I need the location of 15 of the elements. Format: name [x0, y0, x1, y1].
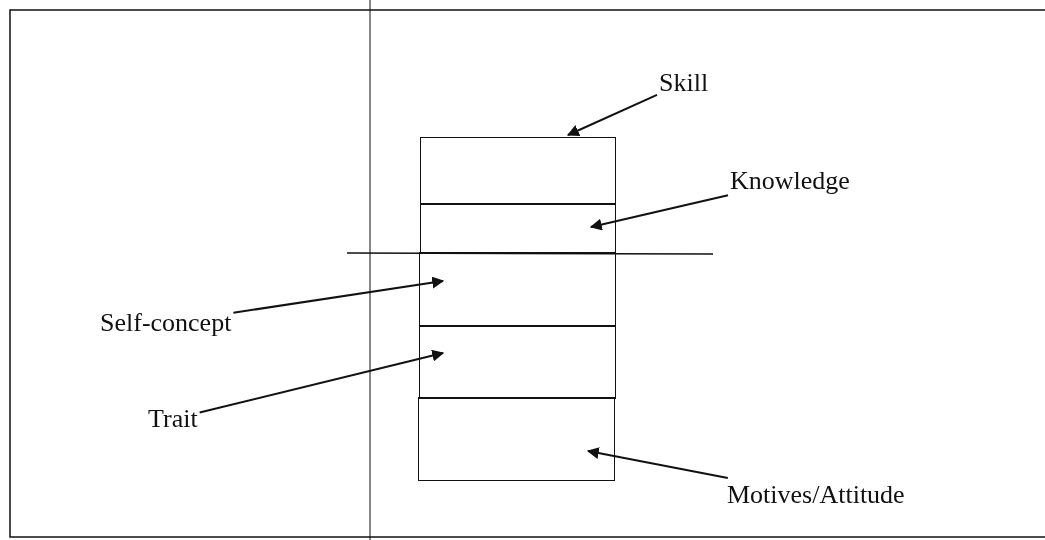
arrow [566, 93, 658, 137]
stack-segment [420, 137, 616, 205]
stack-segment [419, 252, 616, 327]
arrow [586, 447, 729, 479]
arrow [198, 349, 445, 414]
component-label: Knowledge [730, 166, 850, 195]
component-label: Trait [148, 404, 198, 433]
stack-segment [420, 203, 616, 254]
arrow [232, 276, 445, 314]
component-label: Skill [659, 68, 709, 97]
component-label: Self-concept [100, 308, 232, 337]
stack-segment [418, 397, 615, 481]
arrow [589, 194, 729, 231]
component-label: Motives/Attitude [727, 480, 905, 509]
stack-segment [419, 325, 616, 399]
